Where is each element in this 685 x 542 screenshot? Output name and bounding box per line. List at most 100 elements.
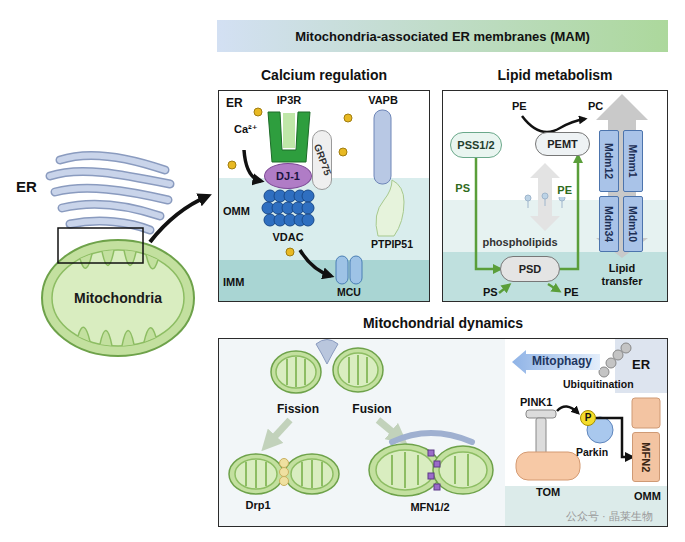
ps-input-arrow: [499, 285, 509, 293]
part-label: OMM: [634, 490, 661, 503]
enzyme-label: PSD: [519, 263, 542, 276]
er-network: [50, 171, 170, 184]
er-contact: [316, 340, 338, 365]
calcium-ion: [339, 148, 347, 156]
part-label: MFN1/2: [410, 501, 449, 514]
part-label: ER: [632, 358, 650, 373]
mcu-channel: [350, 256, 362, 284]
part-label: MCU: [337, 286, 361, 298]
ermes-label: Mdm10: [627, 206, 639, 242]
vapb-protein: [374, 110, 391, 184]
mitochondrion-label: Mitochondria: [74, 290, 162, 306]
part-label: Fusion: [352, 403, 391, 417]
tom-complex: [516, 452, 580, 480]
mfn-tether: [428, 450, 440, 490]
ip3r-channel: [283, 113, 295, 148]
small-mitochondrion: [276, 356, 316, 388]
drp1-ring: [280, 459, 289, 486]
mitochondrion-outline: [80, 254, 92, 268]
vdac-channel: [262, 190, 314, 226]
edge-label: PE: [556, 184, 573, 197]
calcium-panel-ground: [219, 91, 429, 301]
dividing-mitochondria: [229, 454, 283, 494]
process-arrow-outline: [512, 350, 600, 374]
lipid-panel-ground: [443, 91, 667, 301]
small-mitochondrion: [271, 351, 321, 393]
mitochondrion-outline: [42, 240, 194, 356]
panel-box: Calcium regulationDJ-1GRP75: [218, 90, 430, 302]
ermes-label: Mmm1: [627, 144, 639, 177]
part-label: Parkin: [576, 446, 608, 458]
ip3r-channel: [268, 112, 310, 162]
part-label: PE: [564, 286, 579, 299]
mfn-tether: [428, 473, 434, 479]
pink1-kinase: [526, 410, 556, 418]
part-label: PS: [483, 286, 498, 299]
part-label: PC: [588, 100, 603, 113]
panel-heading: Calcium regulation: [219, 67, 429, 83]
dividing-mitochondria: [229, 454, 339, 494]
calcium-ion: [254, 108, 262, 116]
connector-arrow: [560, 156, 578, 269]
vdac-channel: [302, 190, 314, 202]
pe-output-arrow: [548, 284, 559, 291]
dividing-mitochondria: [285, 454, 339, 494]
dynamics-panel-ground: [505, 339, 667, 526]
part-label: PTPIP51: [371, 238, 413, 250]
part-label: ER: [226, 97, 243, 111]
mitochondrion-outline: [100, 330, 112, 345]
enzyme-label: PSS1/2: [457, 139, 494, 152]
part-label: Lipid transfer: [592, 262, 652, 287]
mcu-channel: [336, 256, 362, 284]
panel-box: Mitochondrial dynamicsMitophagyPMFN2: [218, 338, 668, 527]
er-network: [62, 204, 160, 216]
fission-arrow: [267, 420, 290, 445]
zoom-arrow: [150, 196, 208, 242]
er-contact: [392, 433, 472, 442]
protein-ellipse: DJ-1: [264, 163, 312, 189]
ip3r-channel: [268, 112, 310, 162]
ermes-box: Mdm10: [623, 196, 643, 252]
phospho-label: P: [585, 412, 592, 424]
ermes-box: Mdm12: [599, 130, 619, 192]
part-label: VDAC: [272, 231, 303, 244]
panel-heading: Lipid metabolism: [443, 67, 667, 83]
fusing-mitochondria: [433, 446, 493, 494]
er-network: [62, 204, 160, 216]
calcium-panel-ground: [219, 260, 429, 301]
edge-label: PS: [454, 182, 471, 195]
ubiquitin-chain: [599, 367, 609, 377]
fusing-mitochondria: [369, 444, 493, 496]
fusing-mitochondria: [392, 452, 468, 488]
process-label: Mitophagy: [532, 355, 592, 369]
lipid-panel-ground: [443, 91, 667, 301]
calcium-ion: [344, 114, 352, 122]
part-label: Fission: [277, 403, 319, 417]
mitochondrion-outline: [144, 328, 156, 342]
ermes-label: Mdm34: [603, 206, 615, 242]
mitochondrion-outline: [58, 228, 143, 263]
part-label: TOM: [536, 486, 560, 499]
mfn-tether: [428, 450, 434, 456]
calcium-ion: [286, 248, 294, 256]
protein-label: MFN2: [640, 442, 653, 472]
outer-membrane-protein: [632, 398, 660, 428]
mcu-channel: [336, 256, 348, 284]
protein-label: DJ-1: [276, 170, 300, 183]
calcium-flow-arrow: [300, 250, 331, 276]
dividing-mitochondria: [302, 460, 322, 488]
mitochondrion-outline: [146, 255, 158, 269]
ubiquitin-chain: [621, 343, 631, 353]
drp1-ring: [280, 468, 289, 477]
phospholipid-icon: [542, 193, 548, 199]
mfn-tether: [434, 461, 440, 467]
lipid-transfer-arrow: [596, 94, 648, 258]
title-text: Mitochondria-associated ER membranes (MA…: [217, 20, 668, 52]
calcium-panel-ground: [219, 178, 429, 260]
phospholipid-icon: [525, 195, 531, 201]
mfn-tether: [434, 484, 440, 490]
vdac-channel: [302, 214, 314, 226]
small-mitochondrion: [333, 348, 383, 392]
small-mitochondrion: [349, 355, 367, 385]
